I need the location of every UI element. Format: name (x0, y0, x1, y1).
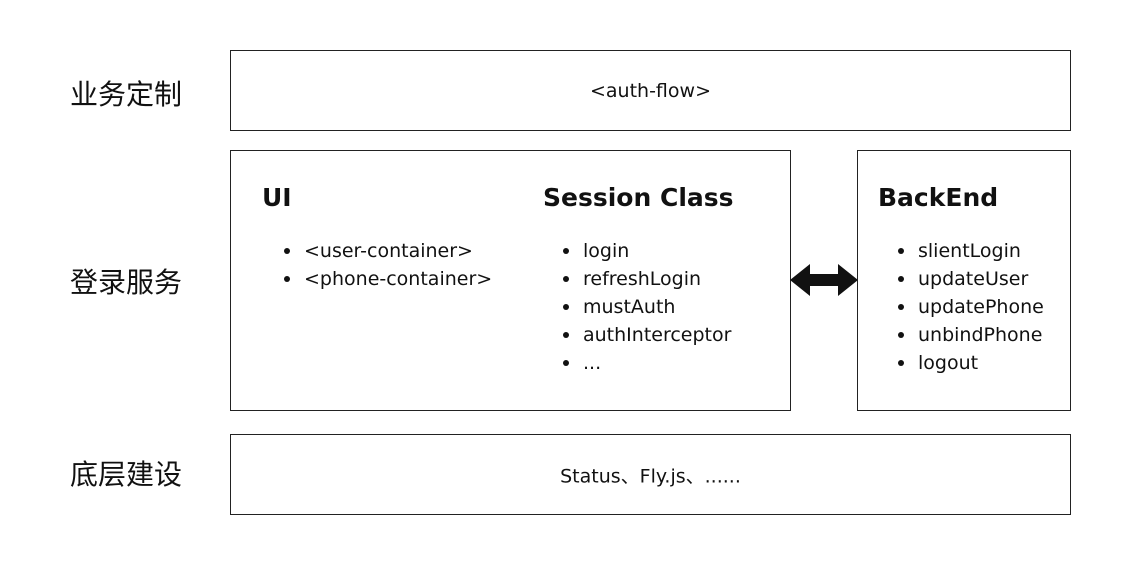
session-class-title: Session Class (543, 183, 734, 212)
list-item: login (561, 237, 731, 265)
backend-box: BackEnd slientLogin updateUser updatePho… (857, 150, 1071, 411)
business-box: <auth-flow> (230, 50, 1071, 131)
list-item: unbindPhone (896, 321, 1044, 349)
infrastructure-label: Status、Fly.js、...... (560, 465, 741, 487)
bullet-icon (563, 304, 569, 310)
bullet-icon (284, 248, 290, 254)
list-item: refreshLogin (561, 265, 731, 293)
auth-flow-label: <auth-flow> (589, 79, 711, 102)
ui-title: UI (262, 183, 292, 212)
ui-list: <user-container> <phone-container> (282, 237, 492, 293)
list-item: ... (561, 349, 731, 377)
infrastructure-box: Status、Fly.js、...... (230, 434, 1071, 515)
row-label-business: 业务定制 (70, 78, 183, 111)
bullet-icon (563, 360, 569, 366)
list-item: logout (896, 349, 1044, 377)
bullet-icon (898, 276, 904, 282)
row-label-infrastructure: 底层建设 (70, 458, 183, 491)
double-arrow-icon (790, 264, 858, 296)
bullet-icon (898, 360, 904, 366)
list-item: slientLogin (896, 237, 1044, 265)
row-label-login-service: 登录服务 (70, 266, 183, 299)
list-item: mustAuth (561, 293, 731, 321)
list-item: authInterceptor (561, 321, 731, 349)
backend-list: slientLogin updateUser updatePhone unbin… (896, 237, 1044, 377)
backend-title: BackEnd (878, 183, 999, 212)
list-item: <phone-container> (282, 265, 492, 293)
bullet-icon (563, 332, 569, 338)
bullet-icon (284, 276, 290, 282)
bullet-icon (563, 248, 569, 254)
bullet-icon (898, 248, 904, 254)
list-item: updatePhone (896, 293, 1044, 321)
bullet-icon (898, 304, 904, 310)
session-class-list: login refreshLogin mustAuth authIntercep… (561, 237, 731, 377)
login-service-box: UI <user-container> <phone-container> Se… (230, 150, 791, 411)
bullet-icon (563, 276, 569, 282)
bullet-icon (898, 332, 904, 338)
list-item: <user-container> (282, 237, 492, 265)
list-item: updateUser (896, 265, 1044, 293)
